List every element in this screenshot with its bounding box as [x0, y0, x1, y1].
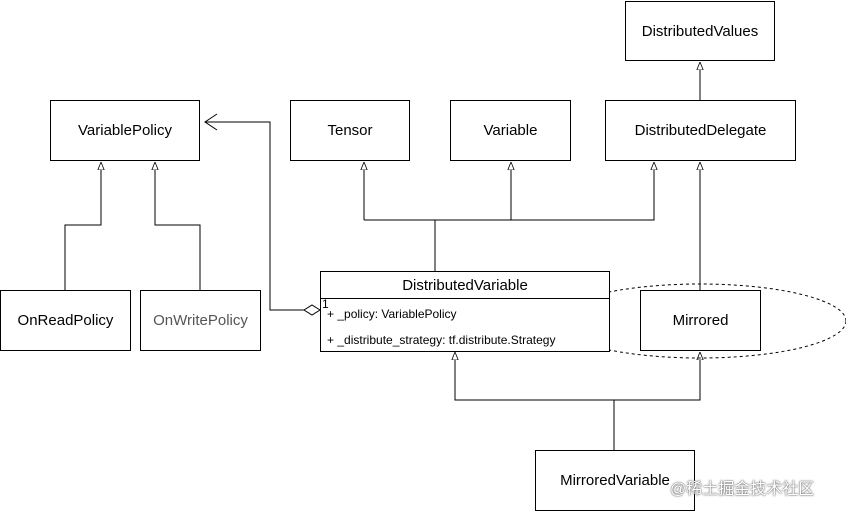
class-title: DistributedVariable — [321, 272, 609, 299]
attribute-policy: + _policy: VariablePolicy — [327, 307, 457, 321]
multiplicity-label: 1 — [322, 297, 329, 311]
node-label: VariablePolicy — [78, 122, 172, 139]
node-on-read-policy: OnReadPolicy — [0, 290, 131, 351]
edge-mv-to-mirrored — [614, 352, 700, 401]
node-label: MirroredVariable — [560, 472, 670, 489]
edge-mv-to-dv — [455, 352, 614, 401]
node-label: OnWritePolicy — [153, 312, 248, 329]
node-on-write-policy: OnWritePolicy — [140, 290, 261, 351]
node-label: Variable — [483, 122, 538, 139]
attribute-distribute-strategy: + _distribute_strategy: tf.distribute.St… — [327, 333, 556, 347]
node-distributed-values: DistributedValues — [625, 1, 775, 61]
edge-aggregation-arrowhead — [204, 113, 218, 131]
edge-onwrite-to-policy — [155, 162, 201, 290]
aggregation-diamond — [303, 304, 321, 316]
node-label: Tensor — [327, 122, 373, 139]
node-mirrored: Mirrored — [640, 290, 761, 351]
node-tensor: Tensor — [290, 100, 410, 161]
node-label: OnReadPolicy — [17, 312, 114, 329]
node-distributed-delegate: DistributedDelegate — [605, 100, 796, 161]
class-distributed-variable: DistributedVariable + _policy: VariableP… — [320, 271, 610, 352]
node-variable-policy: VariablePolicy — [50, 100, 200, 161]
node-variable: Variable — [450, 100, 571, 161]
node-label: DistributedValues — [641, 22, 759, 40]
edge-aggregation-policy — [205, 121, 320, 311]
node-label: Mirrored — [672, 312, 729, 329]
edge-dv-to-delegate — [364, 162, 654, 221]
watermark: @稀土掘金技术社区 — [670, 481, 815, 498]
node-label: DistributedDelegate — [634, 122, 767, 139]
edge-onread-to-policy — [64, 162, 101, 290]
